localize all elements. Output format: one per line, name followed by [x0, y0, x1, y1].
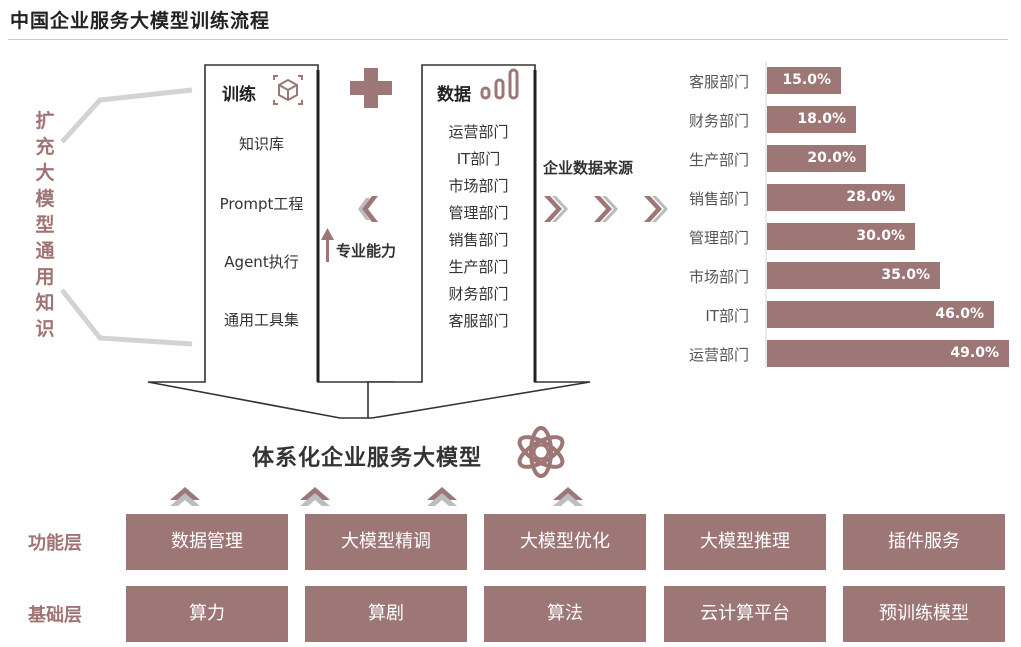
training-list: 知识库 Prompt工程 Agent执行通用工具集	[205, 0, 318, 400]
chevron-left-icon	[358, 196, 378, 222]
tier-box: 数据管理	[126, 514, 288, 570]
bar-category-label: 生产部门	[688, 151, 749, 169]
tier-box: 插件服务	[843, 514, 1005, 570]
data-item: 财务部门	[448, 285, 509, 303]
bar-value-label: 15.0%	[782, 72, 831, 88]
side-label-char: 大	[35, 162, 55, 184]
side-label-char: 充	[35, 136, 55, 158]
data-item: IT部门	[456, 150, 501, 168]
up-chevron-icons	[170, 487, 583, 506]
bar-value-label: 28.0%	[846, 189, 895, 205]
model-name: 体系化企业服务大模型	[252, 446, 483, 471]
side-label-char: 型	[35, 214, 55, 236]
bracket-top	[60, 87, 193, 144]
title-divider	[8, 39, 1008, 40]
bar-category-label: 销售部门	[688, 190, 749, 208]
side-label-char: 扩	[35, 110, 55, 132]
side-label-char: 用	[35, 266, 55, 288]
training-item: 知识库	[238, 135, 284, 153]
tier-box: 大模型推理	[664, 514, 826, 570]
cube-icon	[273, 75, 303, 105]
training-item: Agent执行	[224, 253, 299, 271]
enterprise-data-source-label: 企业数据来源	[543, 159, 634, 177]
bar-category-label: 管理部门	[688, 229, 749, 247]
tier-label: 功能层	[28, 533, 82, 554]
side-label: 扩充大模型通用知识	[32, 108, 58, 342]
bar: 15.0%	[767, 67, 841, 94]
chevron-right-icon	[544, 196, 668, 222]
bar: 30.0%	[767, 223, 915, 250]
bar: 20.0%	[767, 145, 866, 172]
bar-category-label: 运营部门	[688, 346, 749, 364]
data-item: 客服部门	[448, 312, 509, 330]
tier-label: 基础层	[28, 605, 82, 626]
data-heading: 数据	[437, 85, 471, 105]
tier-box: 算剧	[305, 586, 467, 642]
plus-icon	[350, 68, 392, 108]
data-item: 市场部门	[448, 177, 509, 195]
bar-category-label: 客服部门	[688, 73, 749, 91]
up-arrow-icon	[321, 228, 334, 262]
data-item: 运营部门	[448, 123, 509, 141]
dept-bar-chart: 客服部门 15.0% 财务部门 18.0% 生产部门 20.0% 销售部门 28.0% 管理部门…	[688, 67, 1009, 367]
side-label-char: 通	[35, 240, 55, 262]
tier-box: 算力	[126, 586, 288, 642]
tier-box: 大模型精调	[305, 514, 467, 570]
bar-category-label: 市场部门	[688, 268, 749, 286]
training-item: Prompt工程	[219, 195, 304, 213]
side-label-char: 模	[35, 188, 55, 210]
professional-ability-label: 专业能力	[336, 242, 397, 260]
bar-value-label: 46.0%	[935, 306, 984, 322]
bar-value-label: 49.0%	[950, 345, 999, 361]
tier-box: 预训练模型	[843, 586, 1005, 642]
bar-category-label: IT部门	[705, 307, 749, 325]
bar: 18.0%	[767, 106, 856, 133]
data-list: 运营部门 IT部门市场部门管理部门销售部门生产部门财务部门客服部门	[422, 0, 535, 400]
bar-value-label: 35.0%	[881, 267, 930, 283]
openai-knot-icon	[517, 426, 565, 478]
tier-box: 算法	[484, 586, 646, 642]
bar-value-label: 30.0%	[856, 228, 905, 244]
bar: 35.0%	[767, 262, 940, 289]
training-heading: 训练	[222, 85, 256, 105]
bar: 28.0%	[767, 184, 905, 211]
training-item: 通用工具集	[223, 311, 299, 329]
tier-box: 云计算平台	[664, 586, 826, 642]
tier-box: 大模型优化	[484, 514, 646, 570]
bar-value-label: 18.0%	[797, 111, 846, 127]
data-item: 管理部门	[448, 204, 509, 222]
data-item: 销售部门	[448, 231, 509, 249]
bar: 49.0%	[767, 340, 1009, 367]
data-item: 生产部门	[448, 258, 509, 276]
page-title: 中国企业服务大模型训练流程	[10, 10, 271, 32]
bar: 46.0%	[767, 301, 994, 328]
bar-category-label: 财务部门	[688, 112, 749, 130]
side-label-char: 知	[35, 292, 55, 314]
bar-value-label: 20.0%	[807, 150, 856, 166]
bracket-bottom	[60, 288, 193, 347]
side-label-char: 识	[35, 318, 55, 340]
bar-signal-icon	[480, 68, 519, 100]
